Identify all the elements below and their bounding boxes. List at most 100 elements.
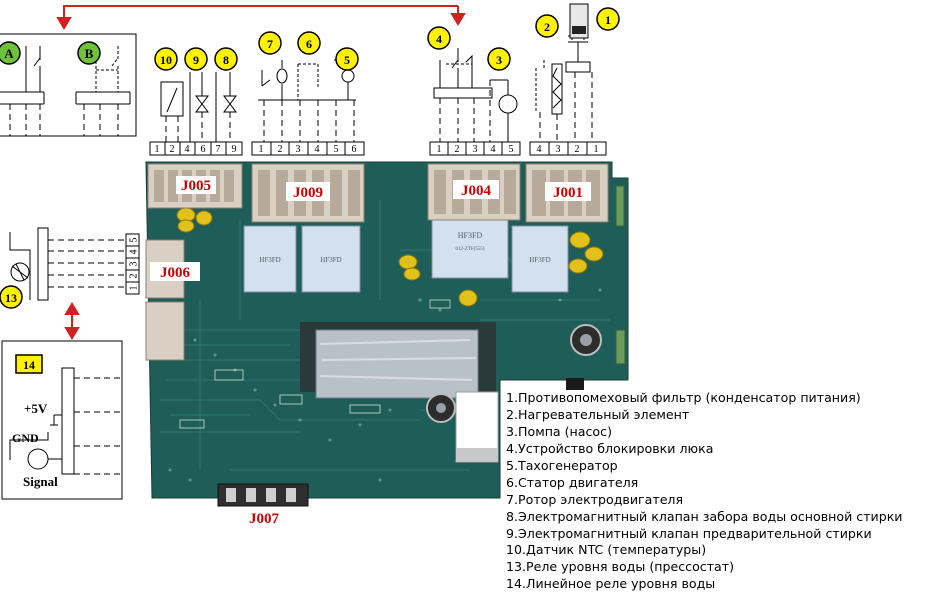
resistor-parts: [566, 185, 626, 390]
electrolytic-capacitors: [426, 324, 602, 423]
legend-item: 7.Ротор электродвигателя: [506, 491, 684, 507]
svg-text:10: 10: [160, 53, 172, 67]
j005-schematic: [160, 72, 237, 142]
svg-text:B: B: [85, 46, 94, 61]
svg-text:4: 4: [491, 144, 496, 155]
j009-schematic: [258, 59, 356, 142]
svg-text:2: 2: [455, 144, 460, 155]
marker-1: 1: [596, 7, 620, 31]
svg-text:1: 1: [155, 144, 160, 155]
svg-text:4: 4: [129, 250, 140, 255]
connector-j007: [217, 483, 309, 507]
svg-text:5: 5: [334, 144, 339, 155]
svg-text:2: 2: [544, 20, 550, 34]
marker-9: 9: [184, 47, 208, 71]
marker-5: 5: [335, 47, 359, 71]
svg-text:J004: J004: [461, 183, 492, 199]
svg-text:012-ZTF(555): 012-ZTF(555): [456, 247, 485, 252]
label-j001: J001: [545, 182, 591, 201]
svg-text:2: 2: [278, 144, 283, 155]
j009-pin-strip: 1 2 3 4 5 6: [251, 141, 365, 156]
svg-text:1: 1: [594, 144, 599, 155]
svg-text:3: 3: [556, 144, 561, 155]
j004-pin-strip: 1 2 3 4 5: [429, 141, 521, 156]
legend-item: 10.Датчик NTC (температуры): [506, 542, 707, 558]
svg-text:J005: J005: [181, 178, 211, 194]
marker-10: 10: [154, 47, 178, 71]
svg-text:2: 2: [170, 144, 175, 155]
svg-text:J006: J006: [160, 265, 191, 281]
legend-item: 1.Противопомеховый фильтр (конденсатор п…: [506, 390, 861, 405]
legend-item: 3.Помпа (насос): [506, 423, 612, 439]
j006-pin-strip: 5 4 3 2 1: [125, 233, 140, 295]
svg-text:1: 1: [259, 144, 264, 155]
svg-text:7: 7: [267, 37, 273, 51]
connector-j009: [251, 163, 365, 223]
svg-text:J001: J001: [553, 185, 583, 201]
svg-text:5: 5: [509, 144, 514, 155]
svg-text:2: 2: [129, 274, 140, 279]
red-arrow-vertical: [64, 302, 80, 340]
svg-text:HF3FD: HF3FD: [320, 256, 341, 264]
yellow-capacitors: [176, 207, 604, 307]
svg-text:J007: J007: [249, 511, 280, 527]
svg-text:2: 2: [575, 144, 580, 155]
svg-text:6: 6: [201, 144, 206, 155]
legend-item: 13.Реле уровня воды (прессостат): [506, 559, 735, 575]
svg-text:3: 3: [296, 144, 301, 155]
heatsink-component: [300, 322, 496, 399]
marker-2: 2: [535, 14, 559, 38]
connector-j001: [525, 163, 609, 223]
red-arrow-top: [56, 5, 466, 30]
svg-text:3: 3: [496, 53, 502, 67]
marker-b: B: [77, 41, 101, 65]
svg-text:7: 7: [216, 144, 221, 155]
svg-text:1: 1: [129, 286, 140, 291]
marker-6: 6: [297, 31, 321, 55]
marker-7: 7: [258, 31, 282, 55]
marker-3: 3: [487, 47, 511, 71]
marker-8: 8: [214, 47, 238, 71]
legend-item: 14.Линейное реле уровня воды: [506, 576, 716, 592]
label-j009: J009: [286, 182, 330, 201]
svg-text:3: 3: [473, 144, 478, 155]
svg-text:13: 13: [5, 291, 17, 305]
svg-text:14: 14: [23, 358, 35, 372]
component-legend: 1.Противопомеховый фильтр (конденсатор п…: [506, 390, 944, 593]
relay-3: HF3FD 012-ZTF(555): [431, 219, 509, 279]
marker-4: 4: [427, 26, 451, 50]
legend-item: 4.Устройство блокировки люка: [506, 440, 714, 456]
j001-pin-strip: 4 3 2 1: [529, 141, 607, 156]
svg-text:4: 4: [436, 32, 442, 46]
svg-text:1: 1: [605, 13, 611, 27]
svg-text:5: 5: [129, 238, 140, 243]
svg-text:4: 4: [185, 144, 190, 155]
filter-capacitor-icon: [569, 3, 589, 39]
svg-text:3: 3: [129, 262, 140, 267]
svg-text:4: 4: [315, 144, 320, 155]
marker-14: 14: [15, 354, 43, 374]
door-switch-box: [0, 33, 137, 137]
voltage-label: +5V: [24, 401, 48, 416]
svg-text:6: 6: [352, 144, 357, 155]
legend-item: 8.Электромагнитный клапан забора воды ос…: [506, 508, 903, 524]
legend-item: 5.Тахогенератор: [506, 457, 618, 473]
svg-text:HF3FD: HF3FD: [458, 231, 483, 240]
relay-1: HF3FD: [243, 225, 297, 293]
legend-item: 9.Электромагнитный клапан предварительно…: [506, 525, 872, 541]
svg-text:6: 6: [306, 37, 312, 51]
relay-2: HF3FD: [301, 225, 361, 293]
svg-text:J009: J009: [293, 185, 323, 201]
label-j004: J004: [453, 180, 499, 199]
svg-text:HF3FD: HF3FD: [529, 256, 550, 264]
label-j007: J007: [240, 508, 288, 527]
ground-label: GND: [12, 431, 39, 445]
label-j006: J006: [150, 262, 200, 281]
svg-text:5: 5: [344, 53, 350, 67]
signal-label: Signal: [23, 474, 58, 489]
svg-text:9: 9: [232, 144, 237, 155]
j005-pin-strip: 1 2 4 6 7 9: [149, 141, 243, 156]
svg-text:4: 4: [537, 144, 542, 155]
svg-text:9: 9: [193, 53, 199, 67]
j004-schematic: [433, 48, 518, 142]
